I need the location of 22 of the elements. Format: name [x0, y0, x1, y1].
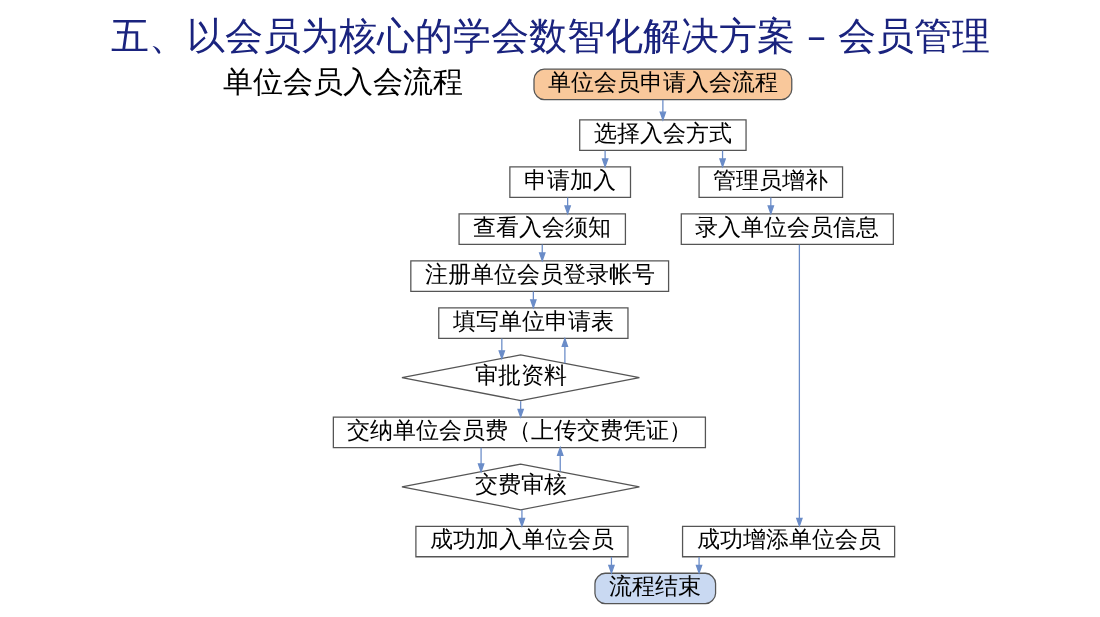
node-box: 申请加入 [508, 166, 631, 199]
arrow [658, 99, 666, 122]
node-diamond: 审批资料 [400, 354, 640, 402]
node-box: 录入单位会员信息 [680, 213, 894, 245]
node-box: 交纳单位会员费（上传交费凭证） [332, 416, 706, 449]
arrow [695, 556, 703, 575]
arrow [601, 149, 609, 169]
node-box: 选择入会方式 [578, 119, 747, 152]
node-box: 单位会员申请入会流程 [532, 68, 792, 101]
node-box: 成功加入单位会员 [414, 525, 629, 558]
node-box: 查看入会须知 [457, 213, 626, 245]
arrow [560, 336, 568, 364]
arrow [477, 447, 485, 474]
node-box: 流程结束 [593, 572, 716, 605]
node-box: 管理员增补 [697, 166, 843, 199]
arrow [517, 509, 525, 528]
node-box: 注册单位会员登录帐号 [409, 260, 669, 292]
arrow [795, 244, 803, 528]
label: 单位会员入会流程 [222, 64, 463, 100]
diagram-title: 五、以会员为核心的学会数智化解决方案 – 会员管理 [110, 13, 990, 58]
node-box: 填写单位申请表 [437, 307, 629, 339]
node-box: 成功增添单位会员 [681, 525, 895, 558]
